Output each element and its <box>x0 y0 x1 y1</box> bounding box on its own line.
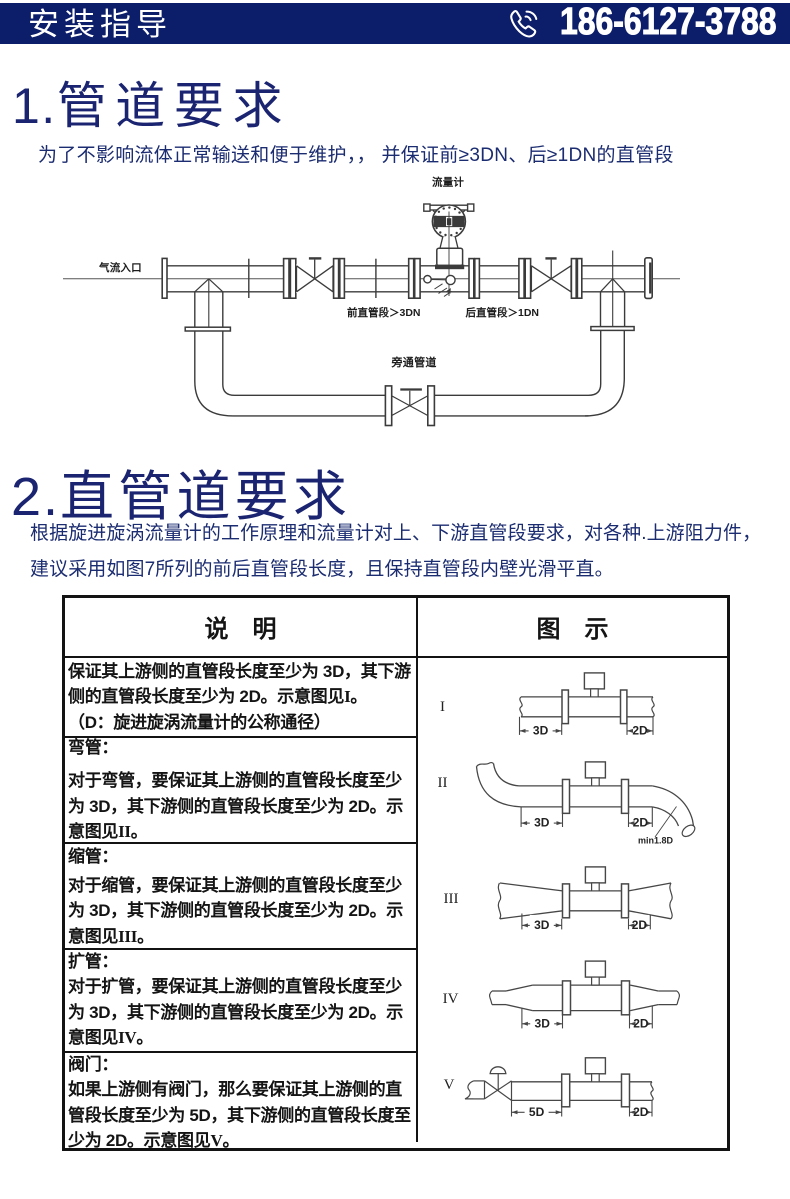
svg-text:前直管段＞3DN: 前直管段＞3DN <box>347 306 421 319</box>
svg-text:IV: IV <box>443 991 459 1007</box>
svg-text:III: III <box>444 891 459 907</box>
svg-text:流量计: 流量计 <box>432 176 464 189</box>
svg-text:2D: 2D <box>633 816 649 830</box>
svg-text:5D: 5D <box>529 1105 545 1119</box>
svg-text:3D: 3D <box>533 723 549 737</box>
svg-text:II: II <box>438 775 448 791</box>
svg-text:2D: 2D <box>632 918 648 932</box>
svg-text:I: I <box>440 699 445 715</box>
svg-text:3D: 3D <box>535 1016 551 1030</box>
svg-text:旁通管道: 旁通管道 <box>391 355 437 369</box>
svg-text:3D: 3D <box>534 918 550 932</box>
svg-text:后直管段＞1DN: 后直管段＞1DN <box>466 306 540 319</box>
svg-text:V: V <box>444 1077 455 1093</box>
svg-text:2D: 2D <box>632 723 648 737</box>
svg-text:2D: 2D <box>633 1016 649 1030</box>
svg-text:min1.8D: min1.8D <box>638 836 674 846</box>
svg-text:3D: 3D <box>534 816 550 830</box>
svg-text:2D: 2D <box>633 1105 649 1119</box>
svg-text:气流入口: 气流入口 <box>98 261 142 274</box>
